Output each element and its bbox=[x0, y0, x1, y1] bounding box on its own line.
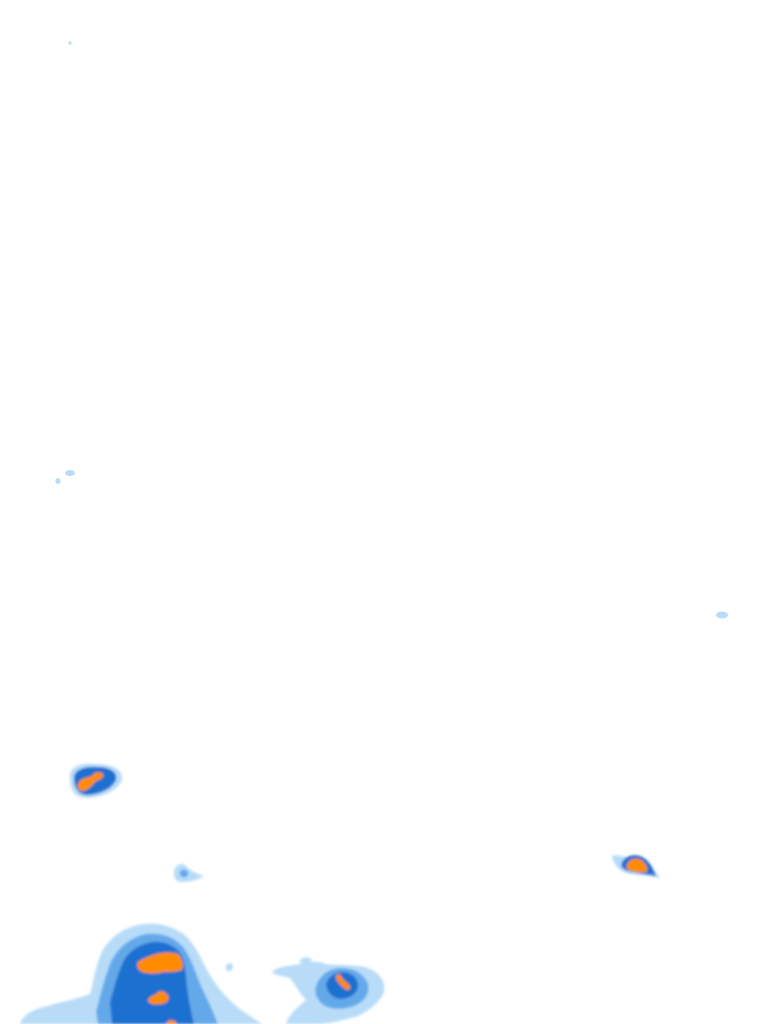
precip-cell-small-west bbox=[55, 470, 75, 484]
precip-cell-small-southwest bbox=[173, 864, 204, 882]
precip-light-area bbox=[58, 1004, 89, 1024]
precip-intense-area bbox=[137, 952, 183, 974]
precip-intense-area bbox=[166, 1020, 176, 1024]
precip-intense-area bbox=[336, 974, 351, 990]
precip-cell-speck-top-left bbox=[68, 41, 72, 45]
precip-cell-west-storm bbox=[69, 763, 123, 798]
precip-intense-area bbox=[77, 772, 104, 791]
precip-cell-east-storm bbox=[612, 855, 660, 878]
precip-moderate-area bbox=[179, 869, 189, 878]
precip-light-area bbox=[68, 41, 72, 45]
precip-cell-south-complex bbox=[20, 923, 262, 1024]
precip-light-area bbox=[65, 470, 75, 476]
precip-intense-area bbox=[626, 858, 648, 873]
precip-light-area bbox=[55, 478, 61, 484]
precip-cell-speck-east bbox=[716, 611, 728, 619]
precip-cell-south-center bbox=[272, 957, 385, 1024]
precip-intense-area bbox=[148, 991, 169, 1005]
precip-light-area bbox=[173, 864, 204, 882]
precip-light-area bbox=[225, 963, 233, 972]
precip-light-area bbox=[716, 611, 728, 619]
precip-light-area bbox=[300, 957, 312, 964]
